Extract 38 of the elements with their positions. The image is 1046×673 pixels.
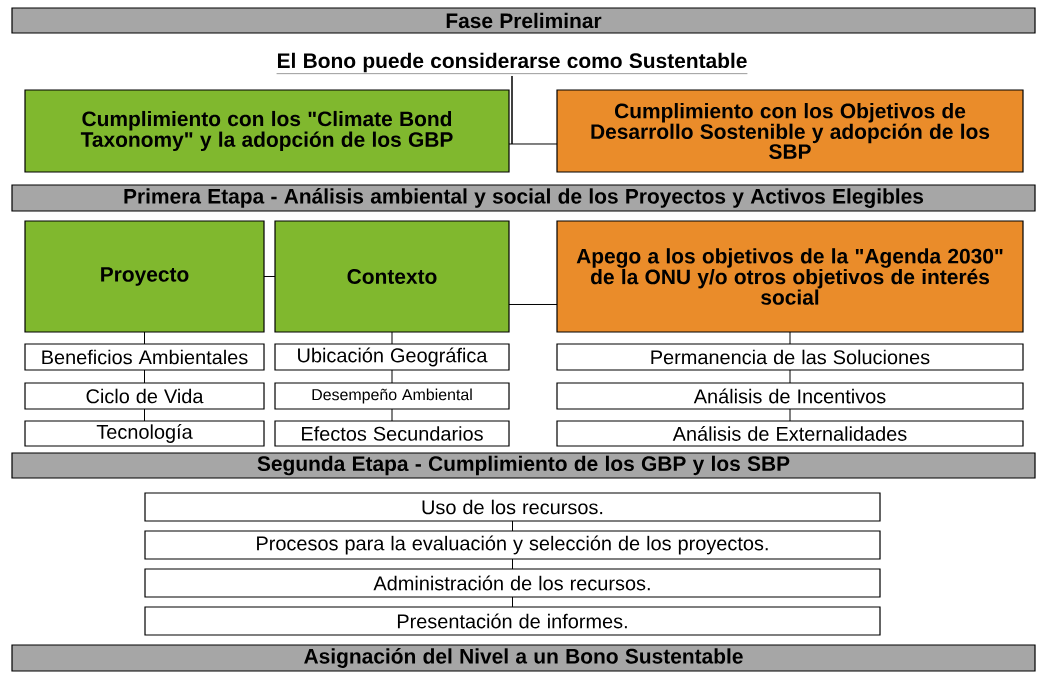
item-box: Análisis de Incentivos xyxy=(556,382,1024,410)
connector-line xyxy=(512,558,513,570)
item-box: Permanencia de las Soluciones xyxy=(556,343,1024,371)
connector-line xyxy=(512,520,513,532)
criteria-box: Proyecto xyxy=(24,220,265,333)
connector-line xyxy=(144,369,145,384)
band-header: Segunda Etapa - Cumplimiento de los GBP y los SBP xyxy=(11,452,1036,479)
band-header: Asignación del Nivel a un Bono Sustentable xyxy=(11,644,1036,672)
connector-line xyxy=(263,276,276,277)
criteria-box: Apego a los objetivos de la "Agenda 2030" de la ONU y/o otros objetivos de interés social xyxy=(556,220,1024,333)
connector-line xyxy=(789,331,791,345)
item-box: Beneficios Ambientales xyxy=(24,343,265,371)
connector-line xyxy=(391,408,393,422)
connector-line xyxy=(144,331,145,345)
item-box: Tecnología xyxy=(24,420,265,447)
item-box: Uso de los recursos. xyxy=(144,492,881,522)
connector-line xyxy=(789,408,791,422)
connector-line xyxy=(511,75,558,145)
item-box: Ubicación Geográfica xyxy=(274,343,510,371)
criteria-box: Cumplimiento con los Objetivos de Desarrollo Sostenible y adopción de los SBP xyxy=(556,89,1024,173)
connector-line xyxy=(144,408,145,422)
band-header: Primera Etapa - Análisis ambiental y social de los Proyectos y Activos Elegibles xyxy=(11,184,1036,212)
band-header: Fase Preliminar xyxy=(11,7,1036,34)
criteria-box: Contexto xyxy=(274,220,510,333)
connector-line xyxy=(391,369,393,384)
item-box: Ciclo de Vida xyxy=(24,382,265,410)
item-box: Presentación de informes. xyxy=(144,606,881,636)
item-box: Administración de los recursos. xyxy=(144,568,881,598)
item-box: Procesos para la evaluación y selección de los proyectos. xyxy=(144,530,881,560)
connector-line xyxy=(391,331,393,345)
connector-line xyxy=(508,304,558,305)
criteria-box: Cumplimiento con los "Climate Bond Taxonomy" y la adopción de los GBP xyxy=(24,89,510,173)
item-box: Análisis de Externalidades xyxy=(556,420,1024,447)
item-box: Efectos Secundarios xyxy=(274,420,510,447)
connector-line xyxy=(512,596,513,608)
item-box: Desempeño Ambiental xyxy=(274,382,510,410)
connector-line xyxy=(789,369,791,384)
heading-text: El Bono puede considerarse como Sustentable xyxy=(276,52,748,74)
